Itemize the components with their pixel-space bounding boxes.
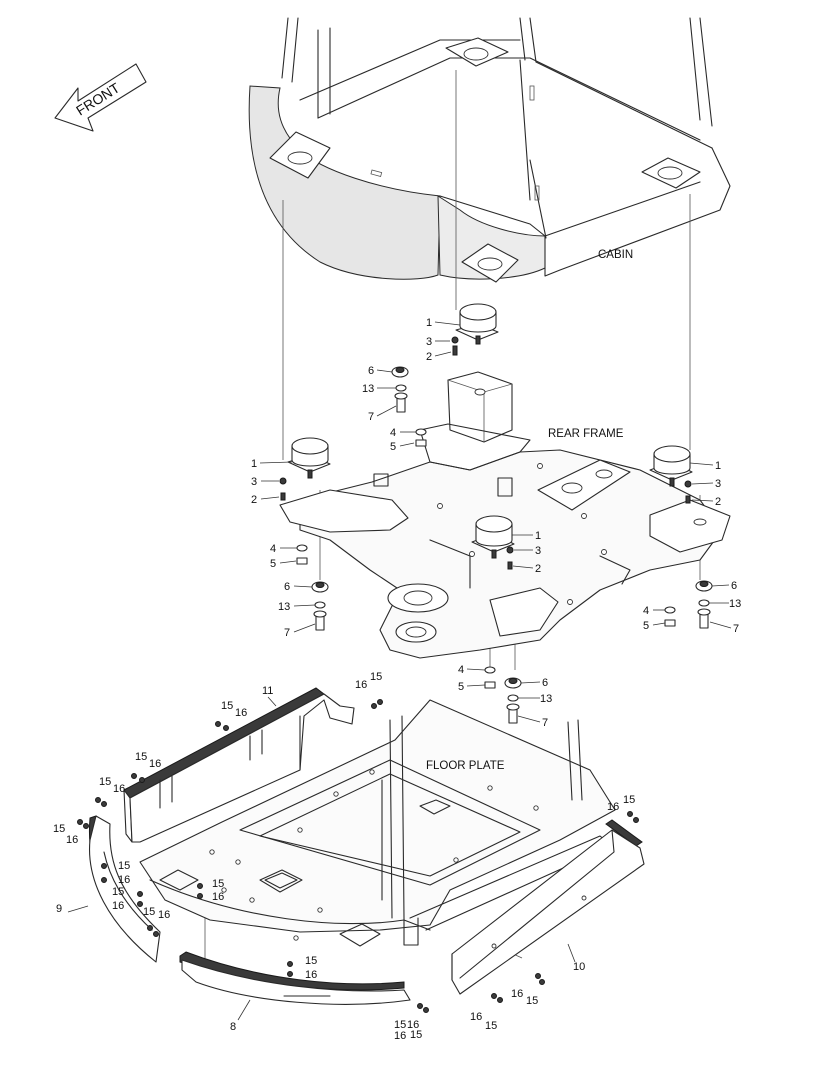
callout: 2 [426,351,432,363]
callout: 15 [623,794,635,806]
callout: 3 [715,478,721,490]
callout: 16 [355,679,367,691]
callout: 4 [270,543,276,555]
cover-bolts [77,699,639,1013]
callout: 2 [251,494,257,506]
callout: 15 [135,751,147,763]
callout: 16 [149,758,161,770]
leader-lines [67,321,732,1021]
callout: 6 [368,365,374,377]
floor-plate-label: FLOOR PLATE [426,760,505,772]
cabin-mount-center [455,303,499,345]
cabin-mount-right [649,445,693,487]
callout: 15 [370,671,382,683]
callout: 16 [407,1019,419,1031]
callout: 9 [56,903,62,915]
callout: 16 [235,707,247,719]
cabin-mount-left [287,437,331,479]
callout: 7 [284,627,290,639]
callout: 11 [262,685,273,697]
callout: 15 [410,1029,422,1041]
front-arrow-icon: FRONT [54,63,147,132]
callout: 4 [458,664,464,676]
callout: 2 [535,563,541,575]
callout: 13 [278,601,290,613]
callout: 16 [394,1030,406,1042]
callout: 1 [251,458,257,470]
callout: 6 [731,580,737,592]
callout: 16 [66,834,78,846]
callout: 13 [362,383,374,395]
rear-frame: REAR FRAME [279,371,731,659]
callout: 15 [53,823,65,835]
callout: 15 [143,906,155,918]
callout: 15 [99,776,111,788]
callout: 16 [212,891,224,903]
cover-11 [123,687,355,843]
callout: 15 [394,1019,406,1031]
callout: 5 [390,441,396,453]
callout: 4 [643,605,649,617]
callout: 7 [542,717,548,729]
callout: 3 [535,545,541,557]
callout: 6 [542,677,548,689]
callout: 15 [112,886,124,898]
callout: 15 [485,1020,497,1032]
callout: 8 [230,1021,236,1033]
callout: 16 [158,909,170,921]
cabin-label: CABIN [598,249,633,261]
cover-8 [179,951,411,1005]
callout: 7 [368,411,374,423]
callout-numbers: 1 3 2 6 13 7 4 5 1 3 2 4 5 6 13 7 1 3 2 … [53,317,741,1042]
rear-frame-label: REAR FRAME [548,428,624,440]
callout: 13 [540,693,552,705]
callout: 5 [643,620,649,632]
callout: 15 [305,955,317,967]
callout: 16 [112,900,124,912]
cabin-assembly: CABIN [248,17,731,283]
callout: 5 [458,681,464,693]
callout: 15 [526,995,538,1007]
cover-10 [451,819,645,995]
callout: 2 [715,496,721,508]
callout: 15 [118,860,130,872]
callout: 3 [426,336,432,348]
callout: 15 [212,878,224,890]
callout: 3 [251,476,257,488]
callout: 7 [733,623,739,635]
floor-plate: FLOOR PLATE [139,699,616,947]
callout: 16 [118,874,130,886]
callout: 15 [221,700,233,712]
callout: 16 [511,988,523,1000]
callout: 6 [284,581,290,593]
callout: 1 [426,317,432,329]
callout: 1 [535,530,541,542]
callout: 10 [573,961,585,973]
callout: 16 [305,969,317,981]
cabin-mount-front [471,515,515,559]
callout: 16 [470,1011,482,1023]
hardware [279,336,713,724]
callout: 16 [113,783,125,795]
callout: 5 [270,558,276,570]
callout: 16 [607,801,619,813]
callout: 4 [390,427,396,439]
callout: 1 [715,460,721,472]
callout: 13 [729,598,741,610]
